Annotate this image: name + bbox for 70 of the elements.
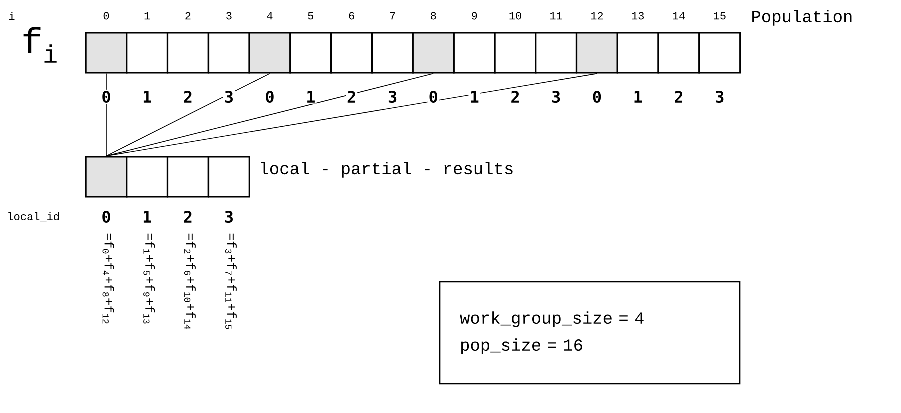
- index-number: 12: [591, 12, 604, 20]
- group-id: 1: [632, 90, 644, 104]
- index-number: 14: [673, 12, 686, 20]
- connector-line: [106, 73, 598, 157]
- index-number: 2: [186, 12, 191, 20]
- group-id: 1: [468, 90, 480, 104]
- group-id: 2: [346, 90, 358, 104]
- array-cell: [372, 32, 414, 74]
- group-id: 0: [428, 90, 440, 104]
- array-cell: [453, 32, 496, 74]
- array-cell: [208, 156, 250, 198]
- array-cell: [208, 32, 250, 74]
- group-id: 3: [714, 90, 726, 104]
- index-number: 4: [267, 12, 273, 20]
- array-caption: Population: [752, 10, 852, 26]
- local-id: 2: [184, 211, 192, 223]
- array-cell: [248, 32, 292, 74]
- array-cell: [658, 32, 700, 74]
- array-cell: [166, 32, 210, 74]
- array-cell: [85, 156, 128, 198]
- array-cell: [126, 32, 169, 74]
- group-id: 0: [100, 90, 112, 104]
- group-id: 2: [510, 90, 522, 104]
- sum-formula: =f$_{2}$+f$_{6}$+f$_{10}$+f$_{14}$: [184, 234, 196, 330]
- index-number: 11: [550, 12, 562, 20]
- group-id: 0: [264, 90, 276, 104]
- index-number: 15: [714, 12, 726, 20]
- group-id: 2: [673, 90, 685, 104]
- array-cell: [412, 32, 455, 74]
- array-symbol: f$_{i}$: [24, 27, 57, 63]
- sum-formula: =f$_{0}$+f$_{4}$+f$_{8}$+f$_{12}$: [102, 234, 114, 324]
- array-cell: [616, 32, 660, 74]
- group-id: 3: [550, 90, 562, 104]
- array-cell: [166, 156, 210, 198]
- index-number: 5: [308, 12, 314, 20]
- index-number: 8: [431, 12, 436, 20]
- group-id: 3: [387, 90, 399, 104]
- group-id: 1: [305, 90, 317, 104]
- group-id: 0: [591, 90, 604, 104]
- array-cell: [698, 32, 742, 74]
- group-id: 1: [142, 90, 154, 104]
- row-heading: local_id: [8, 212, 60, 222]
- connector-line: [106, 73, 270, 157]
- index-number: 9: [472, 12, 478, 20]
- index-number: 6: [349, 12, 354, 20]
- connector-line: [106, 73, 107, 157]
- array-cell: [330, 32, 374, 74]
- connector-line: [106, 73, 434, 157]
- local-id: 1: [144, 211, 152, 223]
- array-cell: [290, 32, 332, 74]
- array-cell: [535, 32, 578, 74]
- array-caption: local - partial - results: [261, 162, 513, 178]
- index-number: 13: [632, 12, 644, 20]
- index-number: 0: [104, 12, 110, 20]
- index-number: 10: [510, 12, 522, 20]
- array-cell: [85, 32, 128, 74]
- index-heading: i: [9, 12, 15, 20]
- local-id: 3: [225, 210, 233, 224]
- group-id: 3: [223, 90, 236, 104]
- array-cell: [126, 156, 169, 198]
- index-number: 1: [144, 12, 150, 20]
- sum-formula: =f$_{1}$+f$_{5}$+f$_{9}$+f$_{13}$: [144, 234, 156, 324]
- array-cell: [494, 32, 537, 74]
- array-cell: [576, 32, 618, 74]
- group-id: 2: [182, 90, 194, 104]
- code-box: work_group_size = 4 pop_size = 16: [439, 281, 741, 385]
- sum-formula: =f$_{3}$+f$_{7}$+f$_{11}$+f$_{15}$: [225, 234, 237, 330]
- index-number: 7: [390, 12, 396, 20]
- local-id: 0: [102, 210, 110, 224]
- index-number: 3: [226, 12, 232, 20]
